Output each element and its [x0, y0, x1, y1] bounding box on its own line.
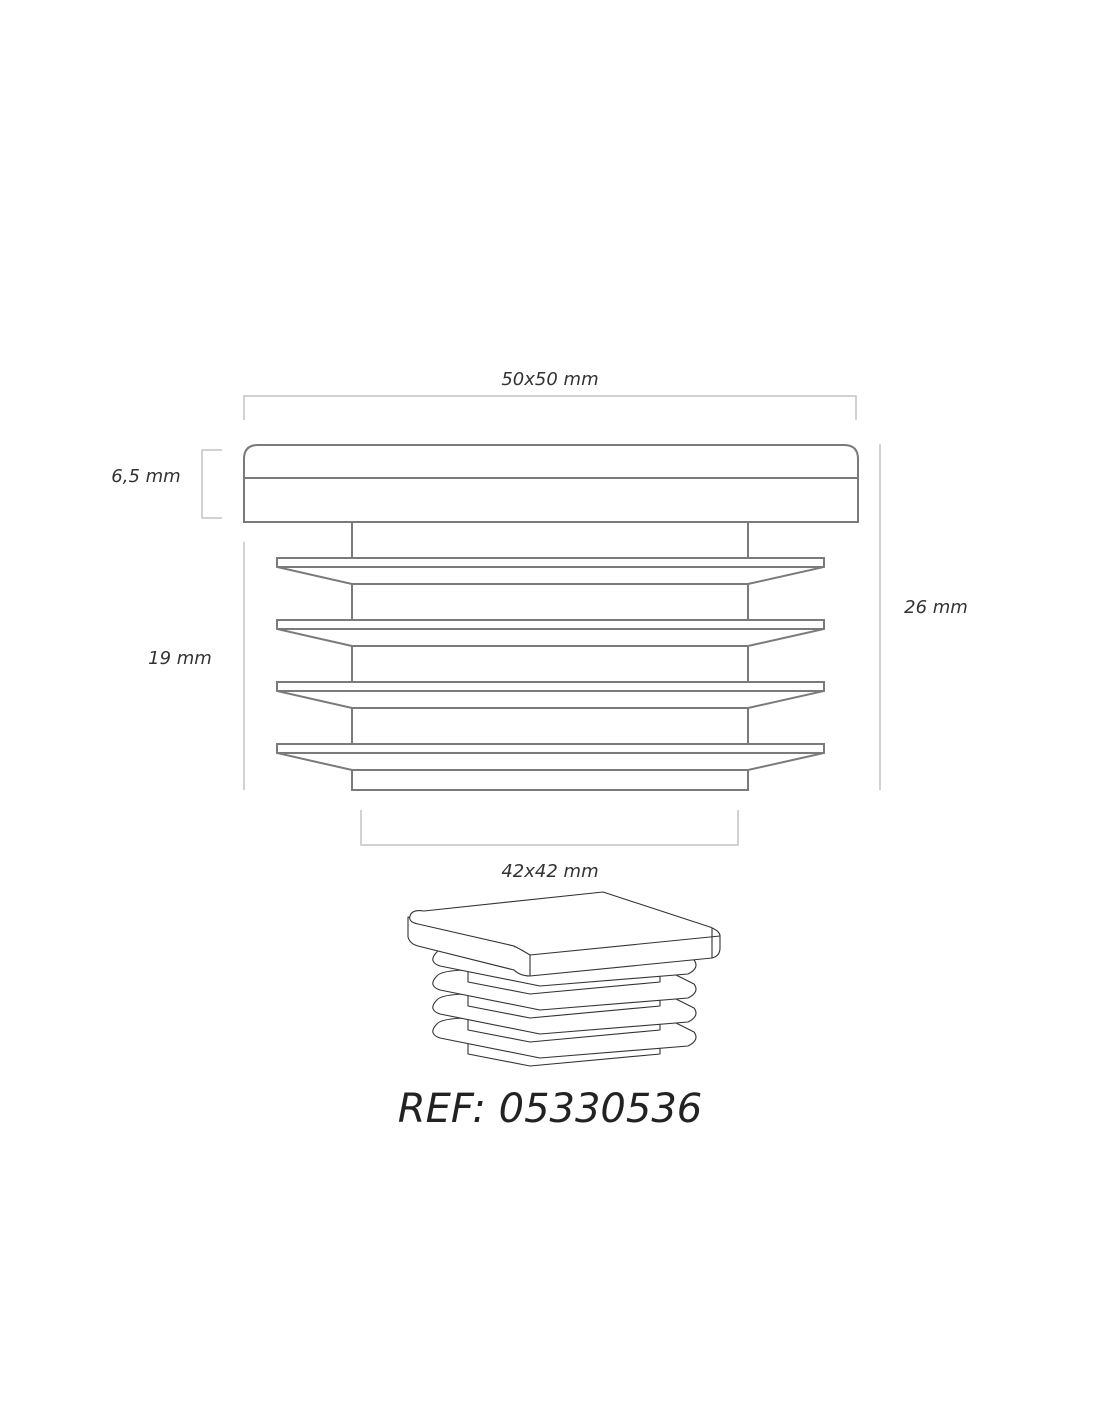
isometric-view [407, 891, 721, 1067]
iso-cap-top [409, 891, 721, 956]
fin [276, 557, 825, 585]
fin [276, 681, 825, 709]
reference-number: REF: 05330536 [398, 1086, 702, 1132]
total-height-label: 26 mm [904, 597, 968, 618]
inner-width-bracket [360, 810, 739, 846]
outer-width-dimension-line [243, 395, 857, 420]
cap-height-bracket [201, 449, 222, 519]
fin [276, 743, 825, 771]
cap-height-label: 6,5 mm [111, 466, 180, 487]
side-view [243, 444, 859, 791]
inner-width-label: 42x42 mm [501, 861, 598, 882]
outer-width-label: 50x50 mm [501, 369, 598, 390]
iso-cap-corner [513, 928, 713, 976]
cap [243, 444, 859, 523]
insert-height-label: 19 mm [148, 648, 212, 669]
fin [276, 619, 825, 647]
stem-bottom [351, 769, 749, 791]
